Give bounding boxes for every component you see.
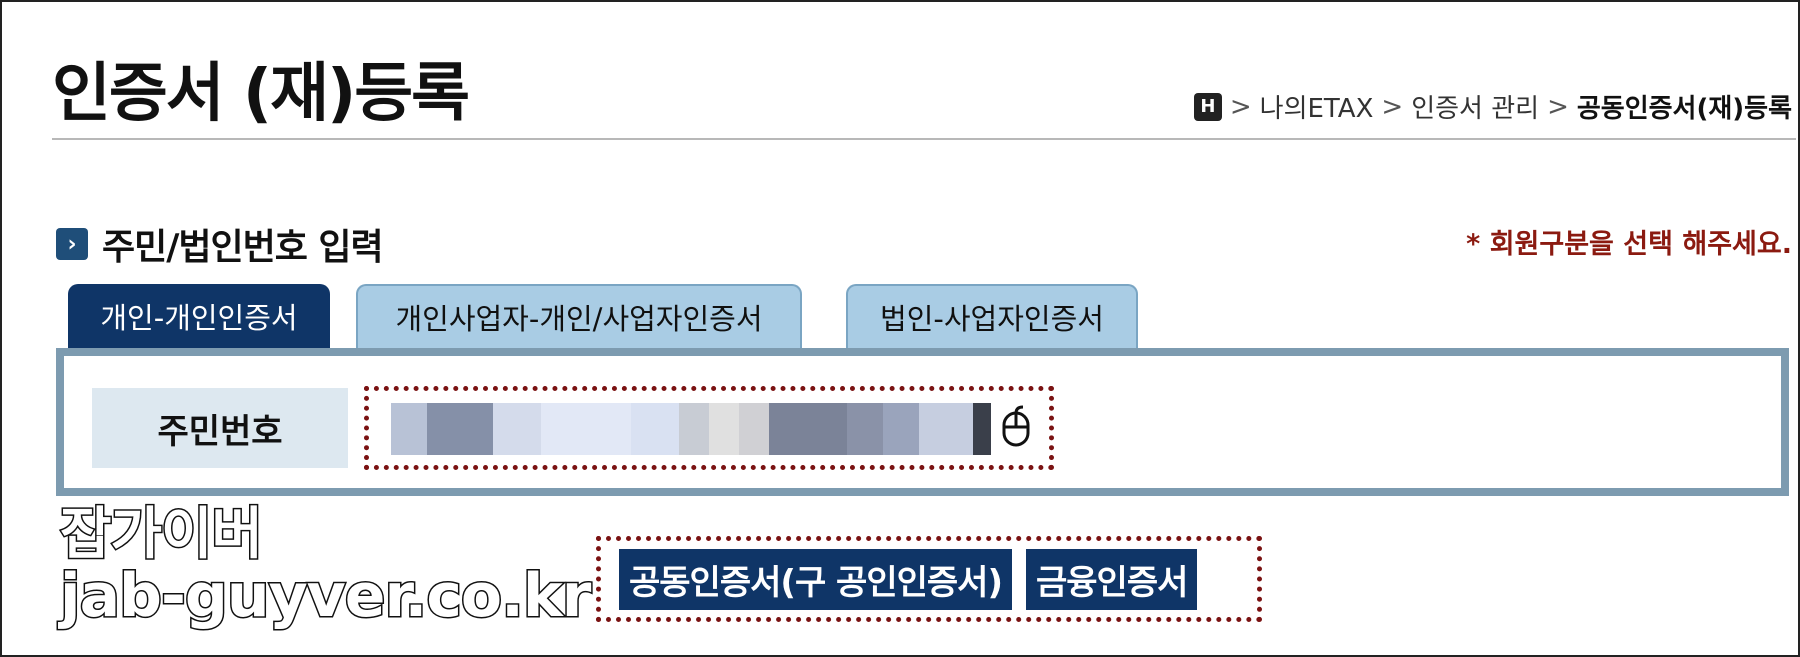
- resident-number-label: 주민번호: [92, 388, 348, 468]
- watermark-url: jab-guyver.co.kr: [58, 560, 592, 631]
- home-icon[interactable]: H: [1193, 92, 1222, 121]
- joint-certificate-button[interactable]: 공동인증서(구 공인인증서): [619, 548, 1012, 610]
- financial-certificate-button[interactable]: 금융인증서: [1026, 548, 1198, 610]
- input-highlight-box: [364, 386, 1054, 470]
- section-header: › 주민/법인번호 입력: [56, 218, 384, 270]
- breadcrumb-separator: >: [1381, 91, 1404, 122]
- cert-buttons-highlight: 공동인증서(구 공인인증서) 금융인증서: [596, 536, 1262, 622]
- watermark: 잡가이버 jab-guyver.co.kr: [58, 502, 592, 631]
- resident-number-input[interactable]: [391, 403, 991, 455]
- breadcrumb-item-current: 공동인증서(재)등록: [1576, 94, 1792, 124]
- mouse-icon[interactable]: [999, 405, 1033, 449]
- chevron-right-icon: ›: [56, 228, 88, 260]
- breadcrumb: H > 나의ETAX > 인증서 관리 > 공동인증서(재)등록: [1193, 88, 1792, 125]
- resident-number-panel: 주민번호: [56, 348, 1789, 496]
- watermark-brand: 잡가이버: [58, 502, 264, 567]
- section-title: 주민/법인번호 입력: [102, 227, 384, 268]
- breadcrumb-item-cert-management[interactable]: 인증서 관리: [1411, 94, 1540, 124]
- member-type-notice: * 회원구분을 선택 해주세요.: [1466, 229, 1792, 260]
- tab-sole-proprietor[interactable]: 개인사업자-개인/사업자인증서: [356, 284, 802, 348]
- title-divider: [52, 138, 1796, 140]
- breadcrumb-separator: >: [1229, 91, 1252, 122]
- breadcrumb-item-my-etax[interactable]: 나의ETAX: [1259, 94, 1374, 124]
- page-title: 인증서 (재)등록: [52, 57, 470, 131]
- breadcrumb-separator: >: [1547, 91, 1569, 122]
- tab-individual[interactable]: 개인-개인인증서: [68, 284, 330, 348]
- tab-corporation[interactable]: 법인-사업자인증서: [846, 284, 1138, 348]
